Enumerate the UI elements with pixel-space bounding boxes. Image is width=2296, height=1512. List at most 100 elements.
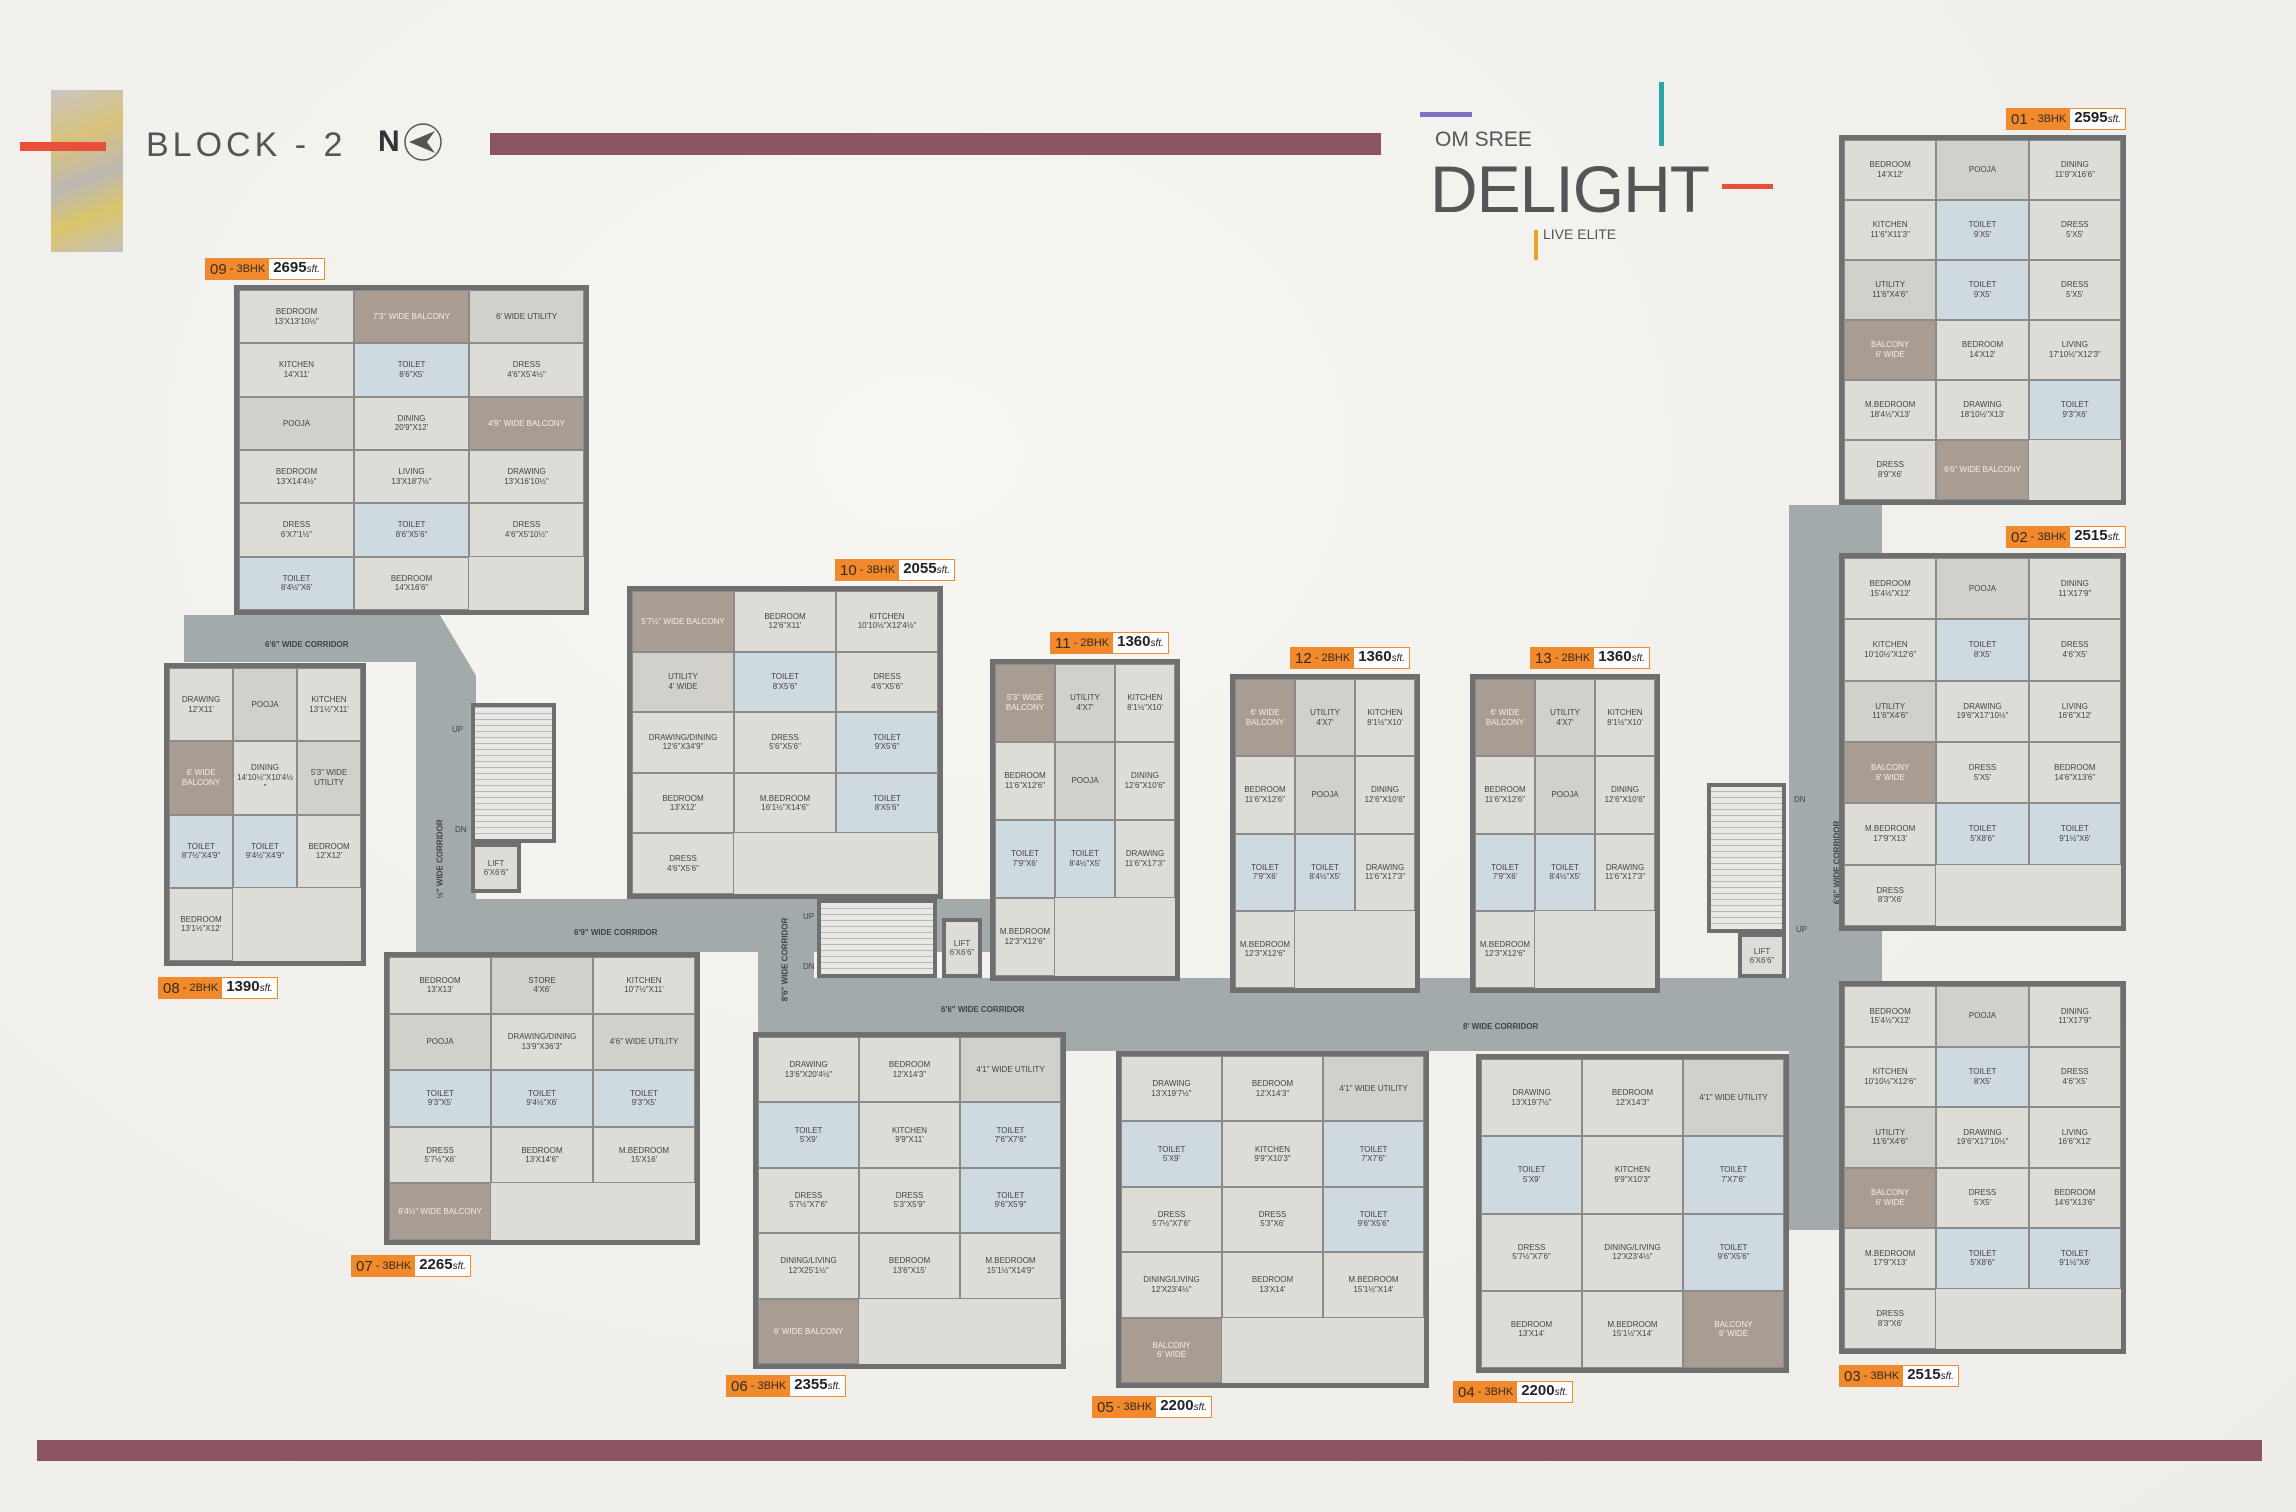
room-name: 4'9" WIDE BALCONY xyxy=(488,418,565,428)
room-wide-balcony: 6'4½" WIDE BALCONY xyxy=(389,1183,491,1240)
room-size: 10'10½"X12'4½" xyxy=(857,621,917,631)
room-name: UTILITY xyxy=(1310,708,1340,718)
stair-up-label: UP xyxy=(1796,925,1808,934)
room-size: 4'6"X5'4½" xyxy=(507,369,546,379)
unit-type: 2BHK xyxy=(1561,652,1591,664)
room-size: 8'X5'6" xyxy=(772,681,798,691)
area-unit: sft. xyxy=(1150,638,1164,649)
room-pooja: POOJA xyxy=(1055,742,1115,820)
room-name: BALCONY xyxy=(1871,1188,1910,1198)
staircase-left xyxy=(471,703,556,843)
room-size: 11'6"X4'6" xyxy=(1872,711,1909,721)
orange-accent-line xyxy=(1534,230,1538,260)
room-name: DRESS xyxy=(2061,220,2089,230)
room-name: DRAWING xyxy=(1963,701,2002,711)
room-size: 7'X7'6" xyxy=(1361,1154,1386,1164)
room-size: 5'7½"X7'6" xyxy=(789,1200,828,1210)
unit-type: 3BHK xyxy=(2037,113,2067,125)
room-wide-balcony: 5'3" WIDE BALCONY xyxy=(995,664,1055,742)
room-name: M.BEDROOM xyxy=(1865,1248,1916,1258)
room-size: 5'3"X5'9" xyxy=(893,1200,926,1210)
room-size: 4'X7' xyxy=(1556,717,1574,727)
room-name: KITCHEN xyxy=(891,1125,928,1135)
room-name: DRESS xyxy=(1258,1209,1287,1219)
unit-number: 11 xyxy=(1055,634,1071,652)
room-name: DRESS xyxy=(1876,885,1904,895)
corridor-label: 6'6" WIDE CORRIDOR xyxy=(941,1005,1025,1014)
room-name: BEDROOM xyxy=(390,573,433,583)
room-name: DINING/LIVING xyxy=(780,1256,837,1266)
room-name: DRAWING/DINING xyxy=(648,732,718,742)
room-size: 9'6"X5'9" xyxy=(994,1200,1027,1210)
room-name: M.BEDROOM xyxy=(1865,400,1916,410)
room-name: KITCHEN xyxy=(1872,1067,1908,1077)
room-size: 9'1½"X6' xyxy=(2059,833,2091,843)
room-name: 4'1" WIDE UTILITY xyxy=(976,1064,1045,1074)
room-size: 6' WIDE xyxy=(1156,1350,1187,1360)
unit-type: 3BHK xyxy=(236,263,266,275)
room-name: POOJA xyxy=(282,418,311,428)
area-unit: sft. xyxy=(2107,114,2121,125)
room-size: 13'X16'10½" xyxy=(504,476,549,486)
room-size: 4'6"X5'6" xyxy=(871,681,903,691)
room-size: 13'X14'4½" xyxy=(276,476,317,486)
room-name: BEDROOM xyxy=(662,793,704,803)
room-name: DRESS xyxy=(771,732,799,742)
room-wide-utility: 4'1" WIDE UTILITY xyxy=(1683,1059,1784,1137)
room-size: 12'3"X12'6" xyxy=(1244,949,1286,959)
unit-type: 3BHK xyxy=(1123,1401,1153,1413)
room-size: 4'X7' xyxy=(1076,703,1094,712)
room-size: 14'6"X13'6" xyxy=(2054,772,2096,782)
room-name: DINING xyxy=(251,763,279,773)
unit-type: 2BHK xyxy=(189,982,219,994)
room-name: 4'1" WIDE UTILITY xyxy=(1339,1083,1408,1093)
room-size: 4'6"X5' xyxy=(2062,649,2088,659)
area-unit: sft. xyxy=(1554,1387,1568,1398)
room-size: 15'X16' xyxy=(630,1155,658,1165)
room-size: 8'9"X6' xyxy=(1877,470,1903,479)
room-size: 13'X14' xyxy=(1259,1284,1286,1294)
room-size: 4'X6' xyxy=(533,985,551,995)
room-name: TOILET xyxy=(1968,280,1997,290)
room-name: BEDROOM xyxy=(180,914,222,924)
room-name: UTILITY xyxy=(1875,701,1906,711)
unit-number: 04 xyxy=(1458,1383,1475,1401)
room-name: TOILET xyxy=(1968,824,1997,834)
unit-number: 06 xyxy=(731,1377,748,1395)
room-size: 5'X8'6" xyxy=(1970,833,1995,843)
room-size: 9'9"X11' xyxy=(895,1135,924,1145)
room-size: 11'X17'9" xyxy=(2058,1016,2092,1026)
room-name: TOILET xyxy=(630,1088,658,1098)
unit-area: 2265 xyxy=(419,1256,453,1273)
room-name: BEDROOM xyxy=(308,841,350,851)
room-size: 5'X9' xyxy=(1522,1174,1541,1184)
room-name: 6' WIDE BALCONY xyxy=(181,768,221,787)
room-name: DRESS xyxy=(1876,460,1904,470)
room-name: KITCHEN xyxy=(1254,1144,1291,1154)
room-size: 15'1½"X14'9" xyxy=(986,1265,1035,1275)
north-indicator: N xyxy=(378,122,443,162)
